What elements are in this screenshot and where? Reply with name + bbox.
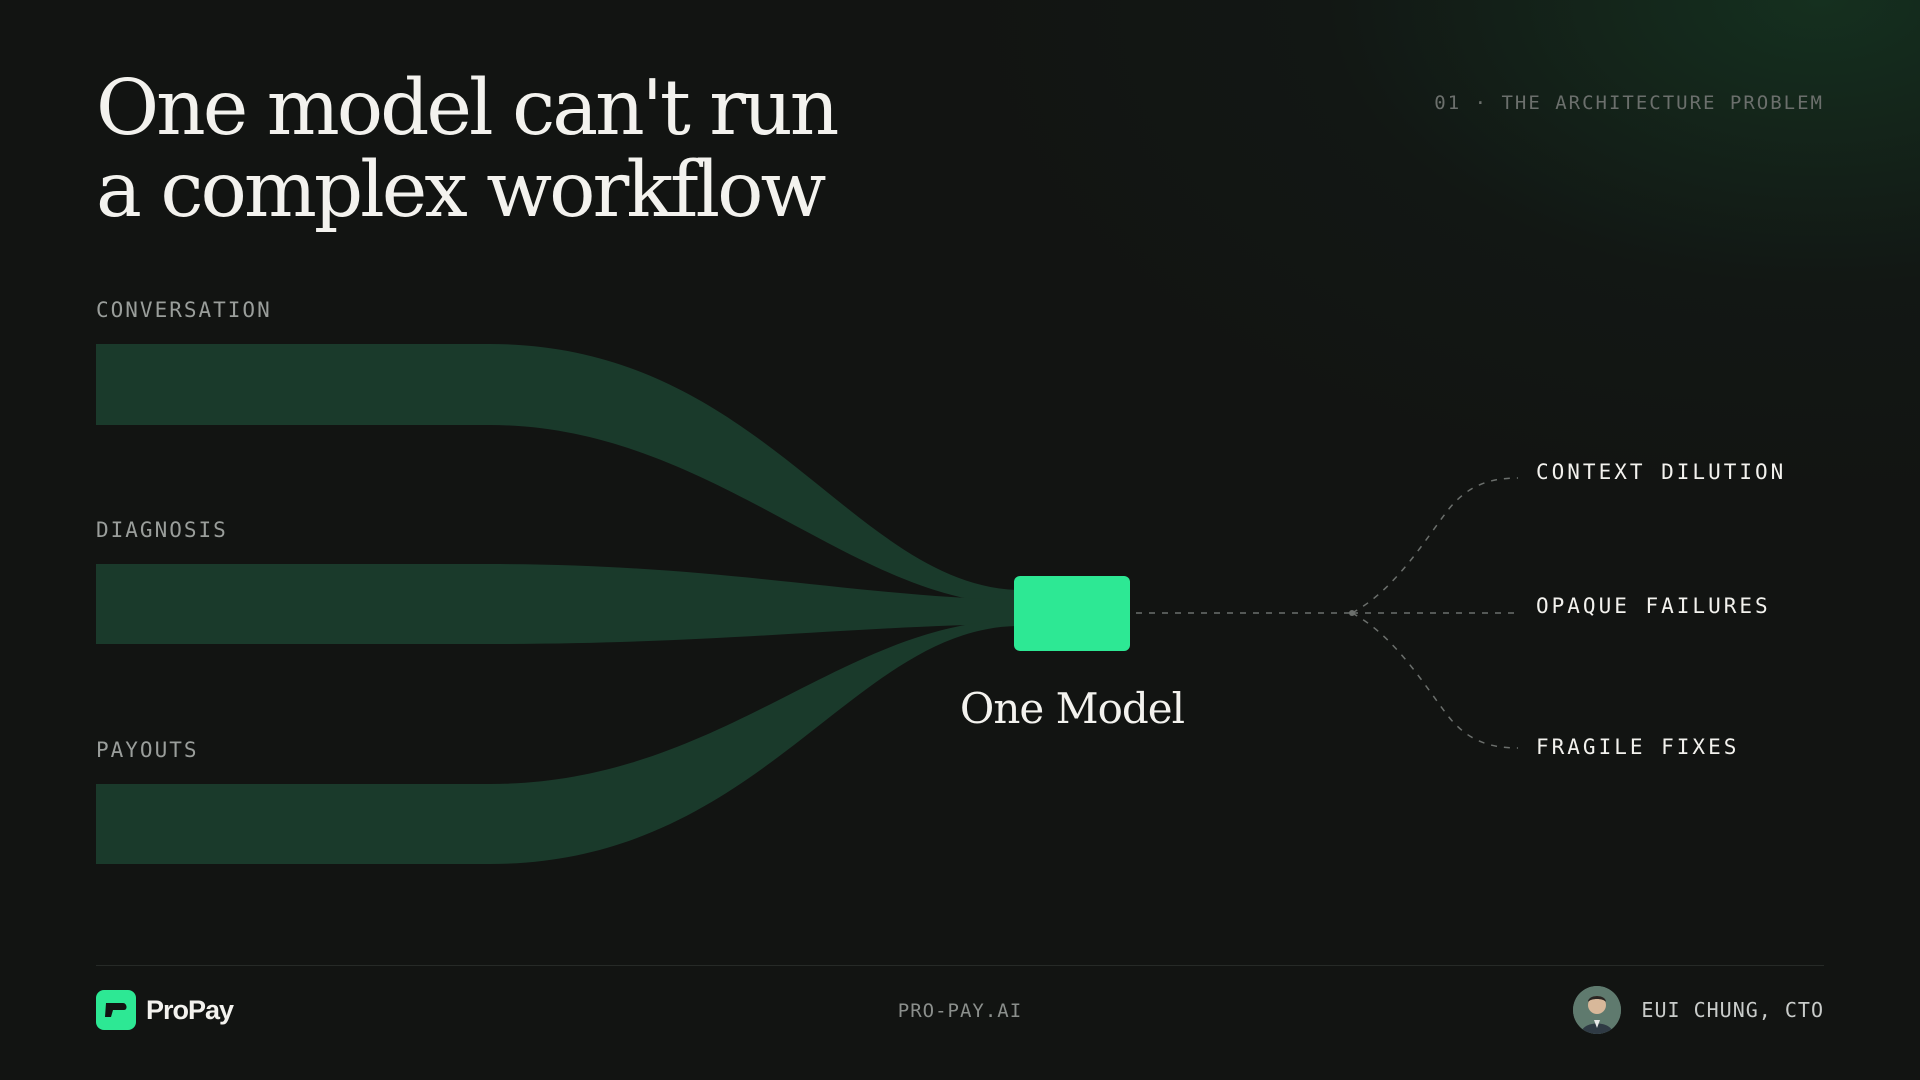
model-label: One Model xyxy=(959,684,1185,733)
connector-line-bottom xyxy=(1351,612,1519,749)
output-label-opaque-failures: OPAQUE FAILURES xyxy=(1536,594,1771,618)
flow-band-diagnosis xyxy=(96,564,1016,644)
connector-junction xyxy=(1349,610,1355,616)
flow-band-payouts xyxy=(96,620,1016,864)
footer-divider xyxy=(96,965,1824,966)
output-label-fragile-fixes: FRAGILE FIXES xyxy=(1536,735,1740,759)
connector-line-top xyxy=(1351,477,1519,614)
title-line-1: One model can't run xyxy=(96,64,839,153)
input-label-payouts: PAYOUTS xyxy=(96,738,199,762)
model-node xyxy=(1014,576,1130,651)
title-line-2: a complex workflow xyxy=(96,146,826,235)
propay-logo: ProPay xyxy=(96,990,234,1030)
output-label-context-dilution: CONTEXT DILUTION xyxy=(1536,460,1787,484)
flow-band-conversation xyxy=(96,344,1016,604)
presenter-avatar xyxy=(1573,986,1622,1034)
input-label-diagnosis: DIAGNOSIS xyxy=(96,518,228,542)
input-label-conversation: CONVERSATION xyxy=(96,298,272,322)
propay-logo-icon xyxy=(96,990,136,1030)
website-url: PRO-PAY.AI xyxy=(897,1000,1023,1022)
section-label: 01 · THE ARCHITECTURE PROBLEM xyxy=(1434,92,1824,114)
slide-title: One model can't run a complex workflow xyxy=(96,64,839,235)
presenter-name: EUI CHUNG, CTO xyxy=(1641,998,1824,1022)
brand-name: ProPay xyxy=(146,994,234,1025)
presenter: EUI CHUNG, CTO xyxy=(1573,986,1824,1034)
